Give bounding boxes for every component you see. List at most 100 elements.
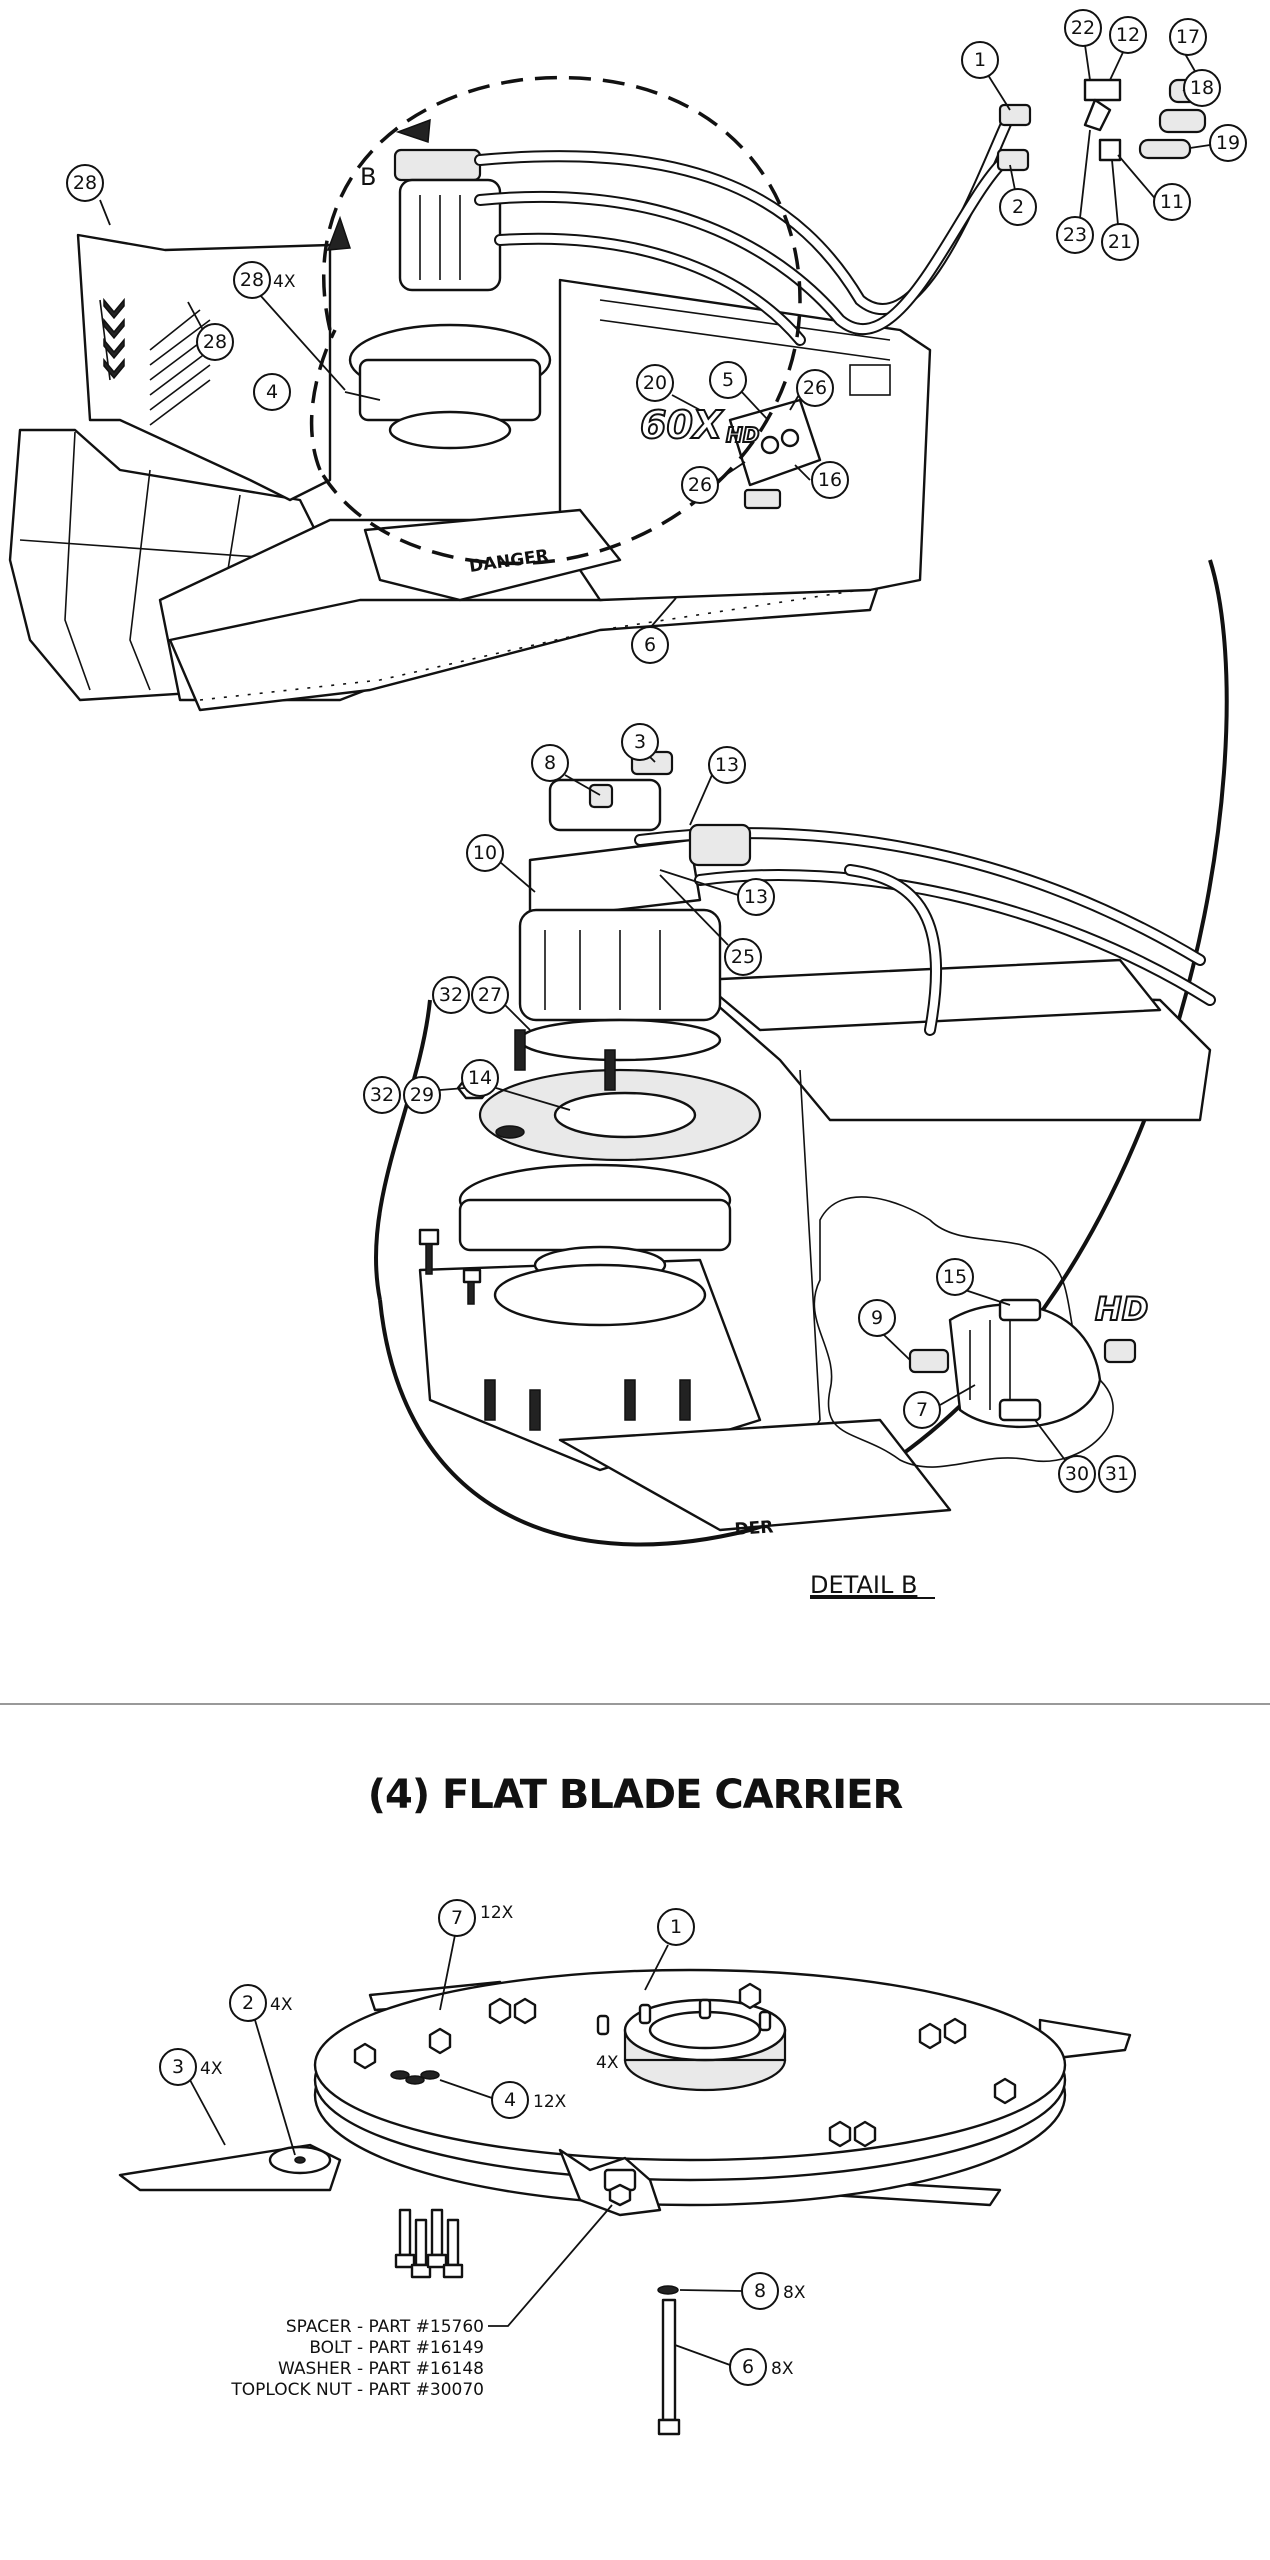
svg-text:4X: 4X — [200, 2059, 223, 2079]
arrow-head-left — [395, 118, 431, 144]
svg-text:20: 20 — [643, 372, 667, 394]
callout-28-qty: 4X — [273, 272, 296, 292]
callout-4: 4 — [253, 373, 291, 411]
svg-text:32: 32 — [370, 1084, 394, 1106]
svg-text:13: 13 — [715, 754, 739, 776]
callout-2: 2 — [229, 1984, 267, 2022]
callout-17: 17 — [1169, 18, 1207, 56]
svg-text:60X: 60X — [640, 403, 724, 447]
callout-4: 4 — [491, 2081, 529, 2119]
svg-text:26: 26 — [688, 474, 712, 496]
svg-text:4: 4 — [266, 381, 278, 403]
callout-6: 6 — [729, 2348, 767, 2386]
callout-13-bottom: 13 — [737, 878, 775, 916]
svg-text:27: 27 — [478, 984, 502, 1006]
svg-text:25: 25 — [731, 946, 755, 968]
callout-10: 10 — [466, 834, 504, 872]
callout-1: 1 — [961, 41, 999, 79]
svg-text:1: 1 — [670, 1916, 682, 1938]
svg-text:9: 9 — [871, 1307, 883, 1329]
arrow-head-up — [326, 215, 352, 251]
loose-bolts — [394, 2208, 464, 2279]
detail-b-label: DETAIL B — [810, 1571, 917, 1599]
blade-carrier-drawing — [118, 1968, 1132, 2436]
vent-slots — [149, 309, 211, 426]
spacer-label: SPACER - PART #15760 — [286, 2317, 484, 2337]
top-view-callouts: 1 2 4 5 6 11 12 16 17 18 19 20 21 22 23 … — [66, 9, 1247, 664]
carrier-nuts — [353, 1982, 1017, 2148]
callout-28-top: 28 — [66, 164, 104, 202]
callout-6: 6 — [631, 626, 669, 664]
svg-text:14: 14 — [468, 1067, 492, 1089]
svg-text:32: 32 — [439, 984, 463, 1006]
callout-26-lower: 26 — [681, 466, 719, 504]
callout-31: 31 — [1098, 1455, 1136, 1493]
svg-text:2: 2 — [1012, 196, 1024, 218]
svg-text:31: 31 — [1105, 1463, 1129, 1485]
svg-text:2: 2 — [242, 1992, 254, 2014]
callout-14: 14 — [461, 1059, 499, 1097]
svg-text:10: 10 — [473, 842, 497, 864]
svg-text:28: 28 — [73, 172, 97, 194]
svg-text:8: 8 — [544, 752, 556, 774]
callout-32-upper: 32 — [432, 976, 470, 1014]
callout-18: 18 — [1183, 69, 1221, 107]
washer-label: WASHER - PART #16148 — [278, 2359, 484, 2379]
svg-text:8: 8 — [754, 2280, 766, 2302]
callout-22: 22 — [1064, 9, 1102, 47]
callout-3: 3 — [621, 723, 659, 761]
callout-32-lower: 32 — [363, 1076, 401, 1114]
callout-7: 7 — [903, 1391, 941, 1429]
callout-23: 23 — [1056, 216, 1094, 254]
svg-text:16: 16 — [818, 469, 842, 491]
svg-text:3: 3 — [172, 2056, 184, 2078]
callout-11: 11 — [1153, 183, 1191, 221]
callout-30: 30 — [1058, 1455, 1096, 1493]
svg-text:28: 28 — [240, 269, 264, 291]
svg-text:8X: 8X — [783, 2283, 806, 2303]
callout-15: 15 — [936, 1258, 974, 1296]
callout-13-top: 13 — [708, 746, 746, 784]
svg-text:12X: 12X — [480, 1903, 514, 1923]
rotation-arrow-lower — [309, 329, 337, 471]
blade-carrier-title: (4) FLAT BLADE CARRIER — [368, 1772, 903, 1818]
hardware-labels: SPACER - PART #15760 BOLT - PART #16149 … — [230, 2317, 484, 2400]
nut-label: TOPLOCK NUT - PART #30070 — [230, 2380, 484, 2400]
svg-text:8X: 8X — [771, 2359, 794, 2379]
svg-text:28: 28 — [203, 331, 227, 353]
callout-16: 16 — [811, 461, 849, 499]
svg-text:11: 11 — [1160, 191, 1184, 213]
svg-text:5: 5 — [722, 369, 734, 391]
svg-text:23: 23 — [1063, 224, 1087, 246]
callout-25: 25 — [724, 938, 762, 976]
svg-text:7: 7 — [451, 1907, 463, 1929]
svg-text:6: 6 — [644, 634, 656, 656]
detail-b-drawing: HD DER — [374, 559, 1229, 1547]
svg-text:18: 18 — [1190, 77, 1214, 99]
callout-1: 1 — [657, 1908, 695, 1946]
callout-2: 2 — [999, 188, 1037, 226]
callout-8: 8 — [741, 2272, 779, 2310]
model-logo: 60X HD — [639, 402, 760, 448]
callout-7: 7 — [438, 1899, 476, 1937]
hardware-leader — [488, 2204, 613, 2327]
callout-29: 29 — [403, 1076, 441, 1114]
svg-text:15: 15 — [943, 1266, 967, 1288]
hub-qty: 4X — [596, 2053, 619, 2073]
svg-text:19: 19 — [1216, 132, 1240, 154]
svg-text:30: 30 — [1065, 1463, 1089, 1485]
bolt-label: BOLT - PART #16149 — [309, 2338, 484, 2358]
callout-9: 9 — [858, 1299, 896, 1337]
callout-20: 20 — [636, 364, 674, 402]
svg-text:29: 29 — [410, 1084, 434, 1106]
svg-text:26: 26 — [803, 377, 827, 399]
svg-text:13: 13 — [744, 886, 768, 908]
callout-27: 27 — [471, 976, 509, 1014]
svg-text:1: 1 — [974, 49, 986, 71]
callout-28-4x: 28 — [233, 261, 271, 299]
svg-text:12: 12 — [1116, 24, 1140, 46]
callout-8: 8 — [531, 744, 569, 782]
callout-5: 5 — [709, 361, 747, 399]
svg-text:4X: 4X — [270, 1995, 293, 2015]
